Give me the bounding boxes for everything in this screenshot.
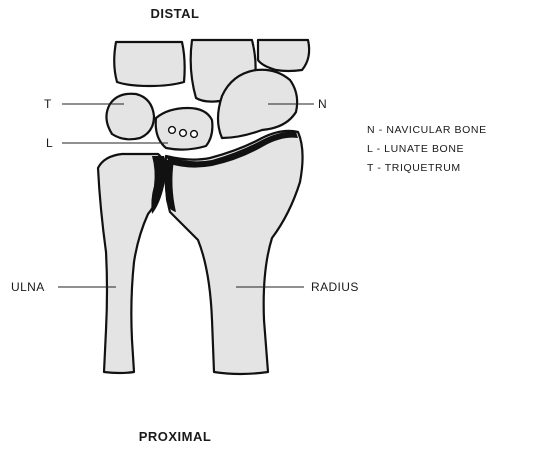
- legend-item-lunate: L - LUNATE BONE: [367, 143, 464, 155]
- radius-bone: [165, 131, 303, 374]
- label-t: T: [44, 97, 52, 111]
- lunate-pin-1: [169, 127, 176, 134]
- legend-item-navicular: N - NAVICULAR BONE: [367, 124, 487, 136]
- triquetrum-bone: [106, 94, 154, 140]
- label-l: L: [46, 136, 53, 150]
- ulna-bone: [98, 154, 166, 373]
- distal-bone-right: [258, 40, 309, 71]
- legend-item-triquetrum: T - TRIQUETRUM: [367, 162, 461, 174]
- legend: N - NAVICULAR BONE L - LUNATE BONE T - T…: [367, 124, 487, 174]
- label-ulna: ULNA: [11, 280, 45, 294]
- label-radius: RADIUS: [311, 280, 359, 294]
- lunate-pin-3: [191, 131, 198, 138]
- label-n: N: [318, 97, 327, 111]
- ulna-shaft: [98, 154, 163, 373]
- distal-label: DISTAL: [151, 6, 200, 21]
- distal-bone-left: [114, 42, 184, 86]
- proximal-label: PROXIMAL: [139, 429, 212, 444]
- lunate-pin-2: [180, 130, 187, 137]
- radius-shaft: [166, 131, 303, 374]
